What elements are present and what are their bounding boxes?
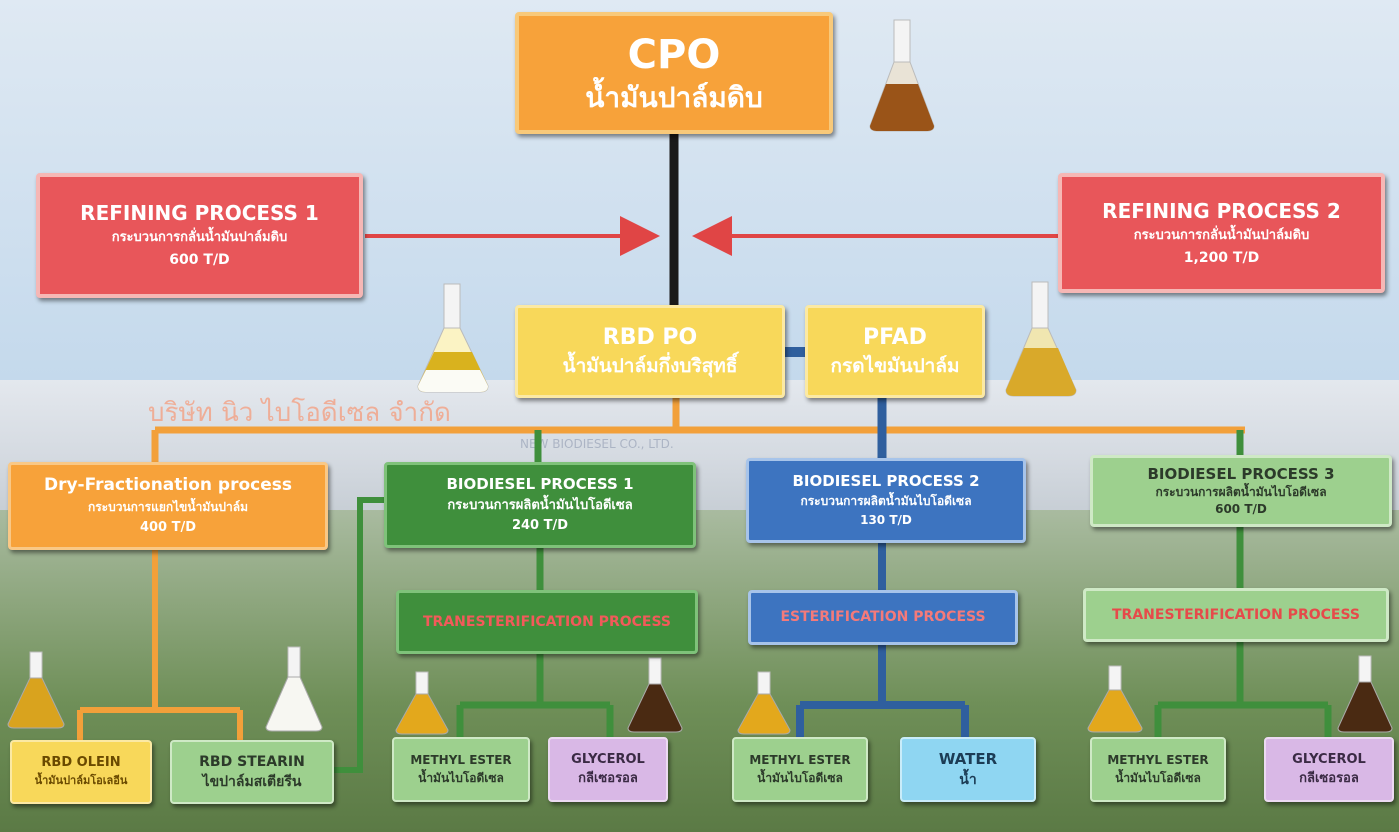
me1-title: METHYL ESTER (410, 752, 512, 767)
refining1-capacity: 600 T/D (169, 252, 230, 269)
olein-title: RBD OLEIN (41, 755, 121, 771)
rbd-olein-box: RBD OLEIN น้ำมันปาล์มโอเลอีน (10, 740, 152, 804)
pfad-title: PFAD (863, 324, 927, 350)
biodiesel2-box: BIODIESEL PROCESS 2 กระบวนการผลิตน้ำมันไ… (746, 458, 1026, 543)
olein-flask-icon (7, 651, 65, 729)
background-company-caption: บริษัท นิว ไบโอดีเซล จำกัด (148, 398, 451, 428)
rbd-stearin-box: RBD STEARIN ไขปาล์มสเตียรีน (170, 740, 334, 804)
pfad-flask-icon (1005, 281, 1077, 397)
pfad-subtitle: กรดไขมันปาล์ม (830, 355, 960, 378)
refining2-box: REFINING PROCESS 2 กระบวนการกลั่นน้ำมันป… (1058, 173, 1385, 293)
esterification2-box: ESTERIFICATION PROCESS (748, 590, 1018, 645)
gly3-title: GLYCEROL (1292, 751, 1366, 767)
stearin-to-bio1-line (334, 497, 386, 773)
methyl-ester2-box: METHYL ESTER น้ำมันไบโอดีเซล (732, 737, 868, 802)
transesterification3-box: TRANESTERIFICATION PROCESS (1083, 588, 1389, 642)
stearin-subtitle: ไขปาล์มสเตียรีน (202, 774, 302, 790)
refining2-subtitle: กระบวนการกลั่นน้ำมันปาล์มดิบ (1133, 227, 1310, 243)
bio2-title: BIODIESEL PROCESS 2 (792, 472, 980, 491)
bio1-capacity: 240 T/D (511, 517, 569, 533)
gly1-subtitle: กลีเซอรอล (578, 770, 638, 786)
bio3-capacity: 600 T/D (1215, 501, 1267, 516)
gly1-flask-icon (627, 657, 683, 733)
refining2-capacity: 1,200 T/D (1183, 249, 1260, 266)
glycerol1-box: GLYCEROL กลีเซอรอล (548, 737, 668, 802)
water-subtitle: น้ำ (959, 772, 977, 789)
dry-fractionation-box: Dry-Fractionation process กระบวนการแยกไข… (8, 462, 328, 550)
me3-subtitle: น้ำมันไบโอดีเซล (1115, 770, 1201, 785)
biodiesel3-box: BIODIESEL PROCESS 3 กระบวนการผลิตน้ำมันไ… (1090, 455, 1392, 527)
transesterification1-box: TRANESTERIFICATION PROCESS (396, 590, 698, 654)
bio1-title: BIODIESEL PROCESS 1 (446, 475, 634, 494)
biodiesel1-box: BIODIESEL PROCESS 1 กระบวนการผลิตน้ำมันไ… (384, 462, 696, 548)
cpo-subtitle: น้ำมันปาล์มดิบ (585, 80, 763, 114)
refining2-title: REFINING PROCESS 2 (1102, 198, 1341, 223)
stearin-flask-icon (265, 646, 323, 732)
refining1-box: REFINING PROCESS 1 กระบวนการกลั่นน้ำมันป… (36, 173, 363, 298)
bio3-subtitle: กระบวนการผลิตน้ำมันไบโอดีเซล (1155, 484, 1327, 499)
ester2-title: ESTERIFICATION PROCESS (780, 609, 986, 626)
methyl-ester3-box: METHYL ESTER น้ำมันไบโอดีเซล (1090, 737, 1226, 802)
bio2-subtitle: กระบวนการผลิตน้ำมันไบโอดีเซล (800, 494, 972, 509)
cpo-title: CPO (627, 31, 721, 78)
trans1-title: TRANESTERIFICATION PROCESS (423, 613, 671, 630)
trans3-title: TRANESTERIFICATION PROCESS (1112, 606, 1360, 623)
cpo-flask-icon (869, 19, 935, 132)
rbdpo-box: RBD PO น้ำมันปาล์มกึ่งบริสุทธิ์ (515, 305, 785, 398)
water-title: WATER (938, 749, 998, 768)
stearin-title: RBD STEARIN (199, 753, 305, 770)
methyl-ester1-box: METHYL ESTER น้ำมันไบโอดีเซล (392, 737, 530, 802)
rbdpo-subtitle: น้ำมันปาล์มกึ่งบริสุทธิ์ (562, 355, 738, 378)
gly3-subtitle: กลีเซอรอล (1299, 770, 1359, 786)
rbdpo-flask-icon (417, 283, 489, 393)
me2-flask-icon (737, 671, 791, 735)
me1-subtitle: น้ำมันไบโอดีเซล (418, 770, 504, 785)
me3-title: METHYL ESTER (1107, 752, 1209, 767)
gly1-title: GLYCEROL (571, 751, 645, 767)
bio3-title: BIODIESEL PROCESS 3 (1147, 464, 1335, 483)
refining1-title: REFINING PROCESS 1 (80, 201, 319, 226)
cpo-box: CPO น้ำมันปาล์มดิบ (515, 12, 833, 134)
me2-title: METHYL ESTER (749, 752, 851, 767)
rbdpo-title: RBD PO (602, 324, 698, 350)
dry-capacity: 400 T/D (139, 520, 197, 536)
bio2-capacity: 130 T/D (860, 513, 912, 528)
me2-subtitle: น้ำมันไบโอดีเซล (757, 770, 843, 785)
dry-subtitle: กระบวนการแยกไขน้ำมันปาล์ม (87, 500, 249, 515)
pfad-box: PFAD กรดไขมันปาล์ม (805, 305, 985, 398)
water-box: WATER น้ำ (900, 737, 1036, 802)
olein-subtitle: น้ำมันปาล์มโอเลอีน (34, 774, 128, 788)
me3-flask-icon (1087, 665, 1143, 733)
background-company-caption-en: NEW BIODIESEL CO., LTD. (520, 437, 674, 451)
refining1-subtitle: กระบวนการกลั่นน้ำมันปาล์มดิบ (111, 230, 288, 246)
gly3-flask-icon (1337, 655, 1393, 733)
dry-title: Dry-Fractionation process (43, 474, 293, 495)
glycerol3-box: GLYCEROL กลีเซอรอล (1264, 737, 1394, 802)
bio1-subtitle: กระบวนการผลิตน้ำมันไบโอดีเซล (447, 497, 633, 513)
me1-flask-icon (395, 671, 449, 735)
